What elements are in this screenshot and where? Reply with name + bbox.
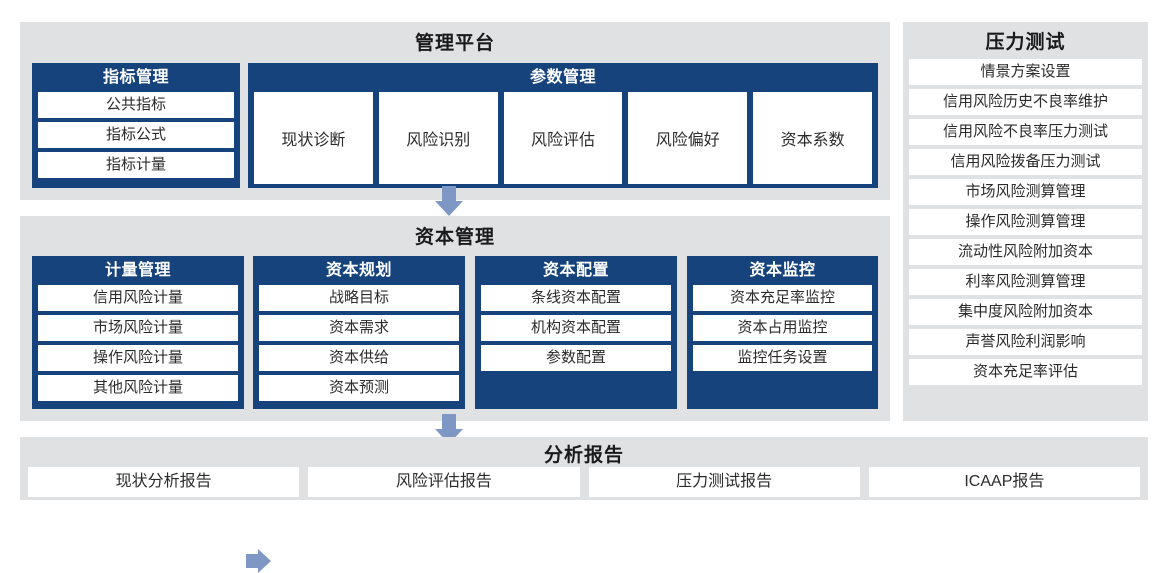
parameter-card[interactable]: 风险偏好 [628, 92, 748, 184]
parameter-card[interactable]: 风险评估 [503, 92, 623, 184]
list-item[interactable]: 流动性风险附加资本 [909, 239, 1142, 265]
group-title: 资本配置 [542, 262, 609, 279]
parameter-card[interactable]: 现状诊断 [254, 92, 373, 184]
group-indicator-management: 指标管理 公共指标 指标公式 指标计量 [32, 63, 240, 188]
group-title: 资本规划 [325, 262, 392, 279]
list-item[interactable]: 资本充足率评估 [909, 359, 1142, 385]
list-item[interactable]: 资本预测 [259, 375, 459, 401]
list-item[interactable]: 信用风险不良率压力测试 [909, 119, 1142, 145]
list-item[interactable]: 资本需求 [259, 315, 459, 341]
report-panel: 分析报告 现状分析报告 风险评估报告 压力测试报告 ICAAP报告 [20, 437, 1148, 500]
list-item[interactable]: 条线资本配置 [481, 285, 671, 311]
stress-test-items: 情景方案设置 信用风险历史不良率维护 信用风险不良率压力测试 信用风险拨备压力测… [909, 59, 1142, 385]
list-item[interactable]: 资本供给 [259, 345, 459, 371]
stress-test-panel: 压力测试 情景方案设置 信用风险历史不良率维护 信用风险不良率压力测试 信用风险… [903, 22, 1148, 421]
list-item[interactable]: 信用风险历史不良率维护 [909, 89, 1142, 115]
group-parameter-management: 参数管理 现状诊断 风险识别 风险评估 风险偏好 资本系数 [248, 63, 878, 188]
list-item[interactable]: 指标计量 [38, 152, 234, 178]
report-title: 分析报告 [543, 445, 624, 466]
report-tile[interactable]: ICAAP报告 [868, 467, 1140, 497]
list-item[interactable]: 监控任务设置 [693, 345, 872, 371]
group-title: 参数管理 [529, 69, 596, 86]
list-item[interactable]: 操作风险计量 [38, 345, 238, 371]
list-item[interactable]: 战略目标 [259, 285, 459, 311]
report-tile[interactable]: 现状分析报告 [28, 467, 300, 497]
list-item[interactable]: 操作风险测算管理 [909, 209, 1142, 235]
list-item[interactable]: 情景方案设置 [909, 59, 1142, 85]
list-item[interactable]: 公共指标 [38, 92, 234, 118]
capital-title: 资本管理 [414, 227, 495, 248]
list-item[interactable]: 指标公式 [38, 122, 234, 148]
group-title: 计量管理 [104, 262, 171, 279]
group-title: 指标管理 [102, 69, 169, 86]
list-item[interactable]: 市场风险计量 [38, 315, 238, 341]
group-items: 信用风险计量 市场风险计量 操作风险计量 其他风险计量 [32, 285, 244, 407]
parameter-card[interactable]: 风险识别 [378, 92, 498, 184]
group-items: 条线资本配置 机构资本配置 参数配置 [475, 285, 677, 377]
parameter-card[interactable]: 资本系数 [753, 92, 872, 184]
architecture-diagram: 管理平台 指标管理 公共指标 指标公式 指标计量 参数管理 现状诊断 风险识别 … [20, 22, 1148, 573]
report-tiles: 现状分析报告 风险评估报告 压力测试报告 ICAAP报告 [28, 467, 1140, 497]
list-item[interactable]: 其他风险计量 [38, 375, 238, 401]
list-item[interactable]: 机构资本配置 [481, 315, 671, 341]
group-items: 资本充足率监控 资本占用监控 监控任务设置 [687, 285, 878, 377]
list-item[interactable]: 参数配置 [481, 345, 671, 371]
list-item[interactable]: 市场风险测算管理 [909, 179, 1142, 205]
list-item[interactable]: 资本占用监控 [693, 315, 872, 341]
stress-test-title: 压力测试 [985, 32, 1066, 53]
list-item[interactable]: 信用风险计量 [38, 285, 238, 311]
report-tile[interactable]: 压力测试报告 [588, 467, 860, 497]
group-items: 公共指标 指标公式 指标计量 [32, 92, 240, 184]
parameter-cards: 现状诊断 风险识别 风险评估 风险偏好 资本系数 [248, 92, 878, 190]
platform-panel: 管理平台 指标管理 公共指标 指标公式 指标计量 参数管理 现状诊断 风险识别 … [20, 22, 890, 200]
group-capital-allocation: 资本配置 条线资本配置 机构资本配置 参数配置 [475, 256, 677, 409]
group-items: 战略目标 资本需求 资本供给 资本预测 [253, 285, 465, 407]
capital-panel: 资本管理 计量管理 信用风险计量 市场风险计量 操作风险计量 其他风险计量 资本… [20, 216, 890, 573]
list-item[interactable]: 集中度风险附加资本 [909, 299, 1142, 325]
list-item[interactable]: 信用风险拨备压力测试 [909, 149, 1142, 175]
list-item[interactable]: 资本充足率监控 [693, 285, 872, 311]
list-item[interactable]: 声誉风险利润影响 [909, 329, 1142, 355]
report-tile[interactable]: 风险评估报告 [308, 467, 580, 497]
group-capital-monitoring: 资本监控 资本充足率监控 资本占用监控 监控任务设置 [687, 256, 878, 409]
group-title: 资本监控 [749, 262, 816, 279]
list-item[interactable]: 利率风险测算管理 [909, 269, 1142, 295]
platform-title: 管理平台 [414, 33, 495, 54]
group-capital-planning: 资本规划 战略目标 资本需求 资本供给 资本预测 [253, 256, 465, 409]
group-measurement-management: 计量管理 信用风险计量 市场风险计量 操作风险计量 其他风险计量 [32, 256, 244, 409]
